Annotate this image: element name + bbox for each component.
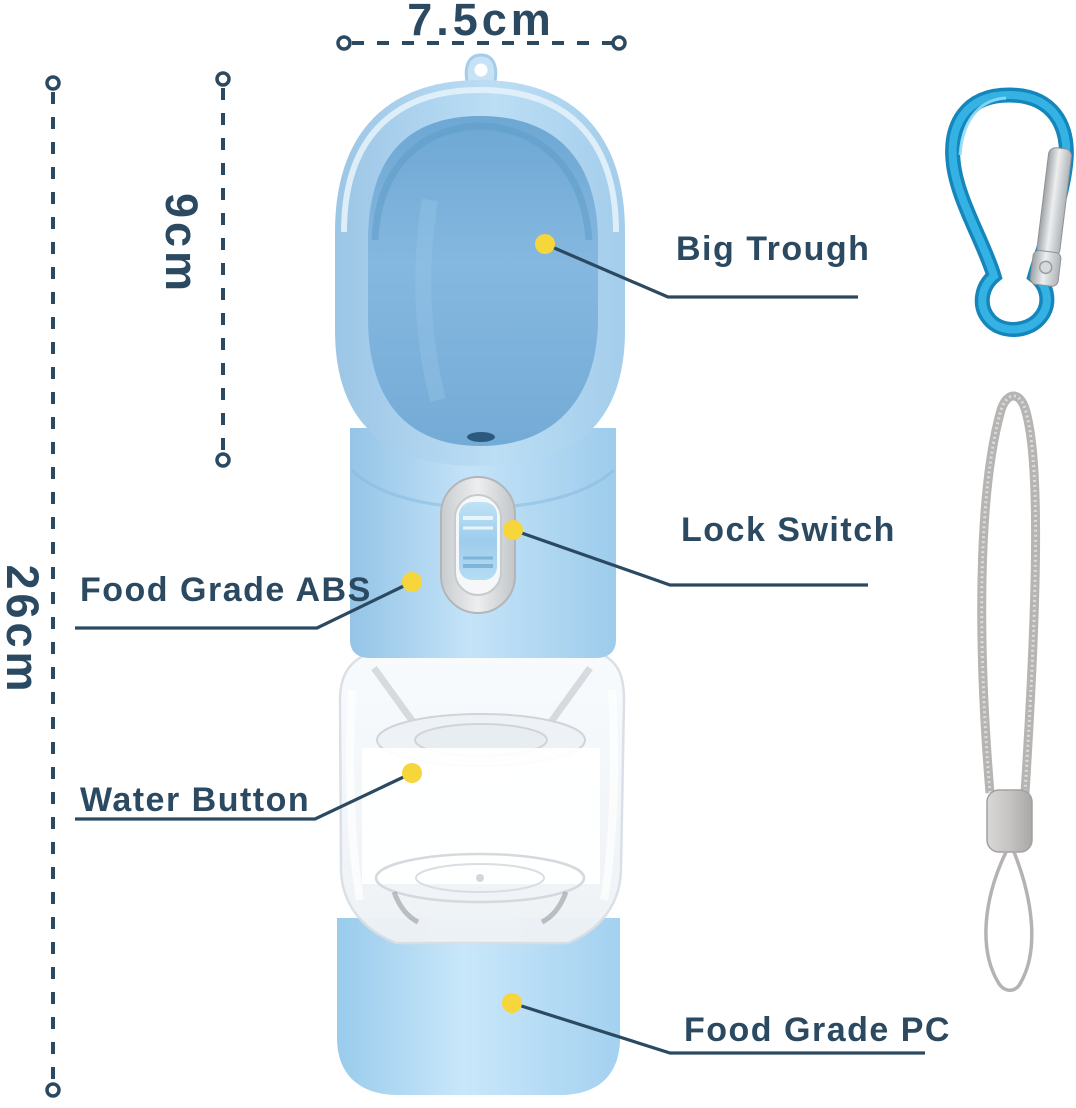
carabiner-gate xyxy=(1029,147,1072,287)
callout-dots xyxy=(402,234,555,1013)
dimension-lines xyxy=(45,35,627,1098)
dimension-total-height-label: 26cm xyxy=(0,564,48,696)
lanyard-icon xyxy=(977,391,1041,992)
callout-food-grade-abs: Food Grade ABS xyxy=(80,571,372,609)
callout-food-grade-pc: Food Grade PC xyxy=(684,1011,951,1049)
lock-switch xyxy=(440,476,516,614)
bottle-base xyxy=(337,918,620,1095)
dimension-trough-height-label: 9cm xyxy=(156,192,207,296)
lanyard-loop xyxy=(984,851,1034,992)
big-trough xyxy=(335,53,625,466)
callout-big-trough: Big Trough xyxy=(676,230,871,268)
lanyard-toggle xyxy=(986,789,1033,853)
lock-switch-slider xyxy=(459,502,497,580)
dimension-width-label: 7.5cm xyxy=(407,0,555,45)
callout-leader-lines xyxy=(75,242,925,1055)
callout-water-button: Water Button xyxy=(80,781,311,819)
callout-lock-switch: Lock Switch xyxy=(681,511,896,549)
water-outlet-hole xyxy=(467,432,495,442)
carabiner-icon xyxy=(945,87,1074,337)
water-tank xyxy=(338,646,626,945)
